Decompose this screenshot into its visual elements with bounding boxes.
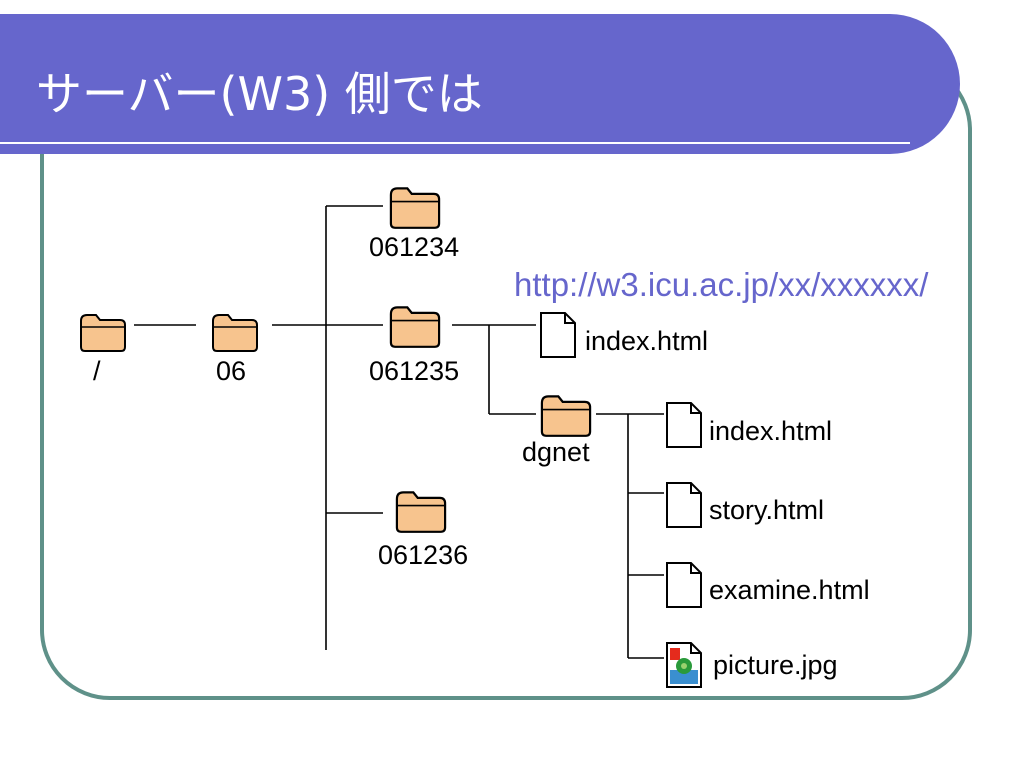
folder-label-06: 06 [216,356,247,386]
file-label-index-top: index.html [585,326,709,356]
file-label-examine: examine.html [709,575,870,605]
slide-frame [40,60,972,700]
folder-label-061236: 061236 [378,540,469,570]
document-icon [666,482,702,528]
slide-title: サーバー(W3) 側では [36,67,483,121]
folder-icon [80,314,126,352]
folder-icon [540,395,592,437]
url-annotation: http://w3.icu.ac.jp/xx/xxxxxx/ [514,266,929,303]
folder-label-061234: 061234 [369,232,460,262]
file-label-story: story.html [709,495,825,525]
file-label-index-dgnet: index.html [709,416,833,446]
folder-icon [389,306,441,348]
document-icon [540,312,576,358]
folder-label-061235: 061235 [369,356,460,386]
document-icon [666,562,702,608]
document-icon [666,402,702,448]
folder-icon [389,187,441,229]
file-label-picture: picture.jpg [713,650,838,680]
title-underline [0,142,910,144]
folder-icon [212,314,258,352]
folder-label-dgnet: dgnet [522,437,590,467]
folder-label-root: / [93,356,101,386]
folder-icon [395,491,447,533]
image-file-icon [666,642,702,688]
title-bar: サーバー(W3) 側では [0,14,960,154]
